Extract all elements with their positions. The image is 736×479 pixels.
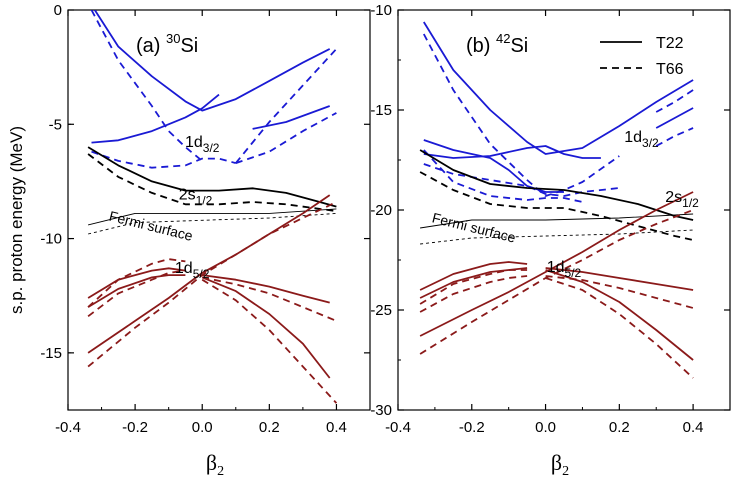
y-tick-label: -10 [40, 231, 62, 248]
series-line-1d5-2-t22 [419, 261, 528, 291]
series-line-1d3-2-t66 [655, 127, 694, 147]
series-line-1d5-2-t22 [545, 267, 694, 291]
y-tick-label: -5 [49, 116, 62, 133]
panel-label: (b) [466, 35, 496, 57]
state-label: 1d3/2 [624, 129, 659, 150]
x-tick-label: 0.0 [535, 419, 556, 436]
state-label: 1d5/2 [175, 260, 210, 281]
series-line-1d3-2-t66 [423, 33, 620, 197]
series-line-fermi-t22 [87, 208, 337, 226]
y-tick-label: -15 [40, 345, 62, 362]
series-line-1d3-2-t66 [235, 112, 337, 164]
y-tick-label: -30 [370, 402, 392, 419]
y-tick-label: -15 [370, 102, 392, 119]
x-tick-label: 0.4 [683, 419, 704, 436]
series-line-1d5-2-t22 [419, 191, 694, 337]
series-line-1d3-2-t66 [91, 150, 237, 169]
series-line-1d5-2-t66 [545, 275, 694, 309]
state-label: 2s1/2 [179, 187, 213, 208]
y-axis-label: s.p. proton energy (MeV) [7, 126, 26, 314]
series-line-1d5-2-t66 [419, 269, 528, 305]
state-label-subscript: 3/2 [642, 136, 659, 150]
series-line-1d5-2-t66 [87, 258, 186, 308]
state-label-subscript: 5/2 [565, 266, 582, 280]
series-line-2s1-2-t22 [419, 149, 694, 221]
x-tick-label: -0.2 [459, 419, 485, 436]
series-line-1d3-2-t66 [655, 89, 694, 113]
panel-title: (b) 42Si [466, 31, 528, 57]
nucleus-mass: 30 [166, 31, 180, 46]
x-tick-label: -0.4 [385, 419, 411, 436]
series-line-1d3-2-t66 [235, 48, 338, 164]
series-line-1d5-2-t22 [201, 276, 331, 379]
state-label-main: 1d [547, 259, 565, 276]
series-line-1d3-2-t22 [423, 139, 564, 193]
series-line-1d3-2-t22 [252, 105, 331, 130]
state-label-subscript: 5/2 [193, 267, 210, 281]
series-line-1d3-2-t22 [655, 107, 694, 129]
x-axis-label: β2 [206, 450, 224, 479]
nucleus-mass: 42 [496, 31, 510, 46]
series-line-1d5-2-t22 [202, 274, 330, 304]
state-label-main: 2s [179, 187, 196, 204]
series-line-1d5-2-t66 [201, 278, 338, 404]
state-label: 2s1/2 [665, 189, 699, 210]
panel-label: (a) [136, 35, 166, 57]
state-label-subscript: 1/2 [682, 196, 699, 210]
y-tick-label: 0 [54, 2, 62, 19]
series-line-1d5-2-t22 [87, 267, 186, 299]
x-tick-label: 0.2 [259, 419, 280, 436]
series-line-1d5-2-t66 [545, 277, 694, 379]
series-line-1d3-2-t66 [423, 149, 583, 203]
fermi-surface-label: Fermi surface [430, 209, 517, 245]
x-tick-label: -0.2 [122, 419, 148, 436]
state-label-main: 1d [185, 134, 203, 151]
series-line-1d3-2-t22 [423, 145, 601, 159]
panel-b: -0.4 -0.2 0.0 0.2 0.4 -10 -15 -20 -25 -30 β2 (b) 42… [370, 2, 731, 479]
series-line-fermi-t66 [87, 212, 337, 235]
legend-label: T22 [656, 35, 684, 52]
x-axis-label-subscript: 2 [562, 464, 569, 479]
series-group [87, 10, 338, 404]
nucleus-symbol: Si [180, 35, 198, 57]
x-tick-label: -0.4 [55, 419, 81, 436]
state-label-subscript: 3/2 [203, 141, 220, 155]
x-axis-label: β2 [551, 450, 569, 479]
series-line-1d3-2-t22 [94, 10, 331, 112]
y-tick-label: -25 [370, 302, 392, 319]
series-line-2s1-2-t22 [87, 146, 337, 208]
y-tick-label: -20 [370, 202, 392, 219]
series-line-1d5-2-t22 [545, 269, 694, 361]
series-line-2s1-2-t66 [87, 153, 337, 212]
series-line-1d5-2-t66 [419, 275, 528, 313]
series-line-1d3-2-t66 [90, 10, 203, 162]
y-tick-label: -10 [370, 2, 392, 19]
x-tick-label: 0.0 [192, 419, 213, 436]
series-group [419, 21, 694, 379]
state-label: 1d5/2 [547, 259, 582, 280]
x-tick-label: 0.2 [609, 419, 630, 436]
series-line-1d5-2-t22 [87, 274, 186, 308]
state-label-main: 1d [175, 260, 193, 277]
state-label: 1d3/2 [185, 134, 220, 155]
state-label-subscript: 1/2 [196, 194, 213, 208]
series-line-1d3-2-t22 [91, 93, 220, 144]
series-line-1d3-2-t22 [423, 21, 694, 155]
series-line-fermi-t66 [420, 229, 694, 245]
legend-label: T66 [656, 61, 684, 78]
nucleus-symbol: Si [510, 35, 528, 57]
x-axis-label-subscript: 2 [217, 464, 224, 479]
x-tick-label: 0.4 [326, 419, 347, 436]
series-line-1d5-2-t66 [87, 201, 337, 368]
plot-frame [67, 9, 371, 411]
panel-title: (a) 30Si [136, 31, 198, 57]
state-label-main: 1d [624, 129, 642, 146]
series-line-2s1-2-t66 [419, 171, 694, 241]
state-label-main: 2s [665, 189, 682, 206]
series-line-1d5-2-t22 [87, 194, 331, 354]
series-line-1d5-2-t66 [87, 269, 186, 318]
